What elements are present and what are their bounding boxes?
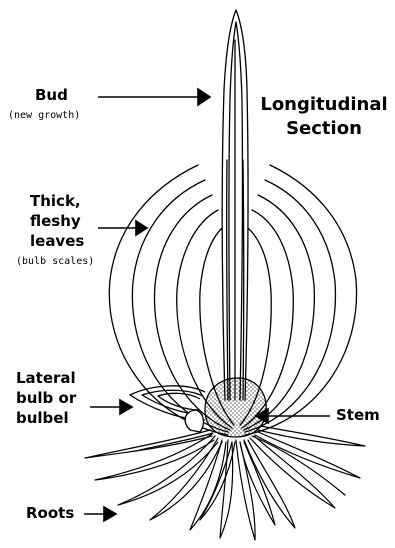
- root-12: [240, 442, 275, 525]
- bulbel-tip: [185, 410, 203, 432]
- leaves-label-line-3: leaves: [30, 232, 84, 251]
- lateral-label-line-3: bulbel: [16, 409, 69, 428]
- bulbel-inner: [158, 393, 200, 410]
- bud-arrow-head: [198, 89, 210, 105]
- root-6: [220, 440, 233, 538]
- root-4: [150, 438, 222, 520]
- leaves-label-line-2: fleshy: [30, 212, 81, 231]
- bud-sublabel: (new growth): [8, 110, 80, 122]
- leaves-sublabel: (bulb scales): [16, 256, 94, 268]
- leaves-arrow-head: [136, 221, 147, 235]
- roots-arrow-head: [104, 507, 116, 521]
- leaves-label-line-1: Thick,: [30, 192, 81, 211]
- root-2: [95, 434, 214, 480]
- stem-basal-plate: [205, 378, 266, 437]
- root-1: [85, 430, 212, 458]
- stem-label: Stem: [336, 406, 380, 425]
- lateral-label-line-2: bulb or: [16, 389, 76, 408]
- bud-inner-4: [243, 160, 244, 400]
- root-11: [258, 426, 365, 446]
- bud-inner-3: [227, 160, 228, 400]
- lateral-arrow-head: [120, 400, 132, 414]
- roots-label: Roots: [26, 504, 74, 523]
- bud-label: Bud: [35, 86, 68, 105]
- root-10: [255, 432, 360, 478]
- diagram-title-line-2: Section: [254, 118, 394, 140]
- root-7: [236, 440, 255, 540]
- lateral-label-line-1: Lateral: [16, 369, 76, 388]
- diagram-title-line-1: Longitudinal: [254, 94, 394, 116]
